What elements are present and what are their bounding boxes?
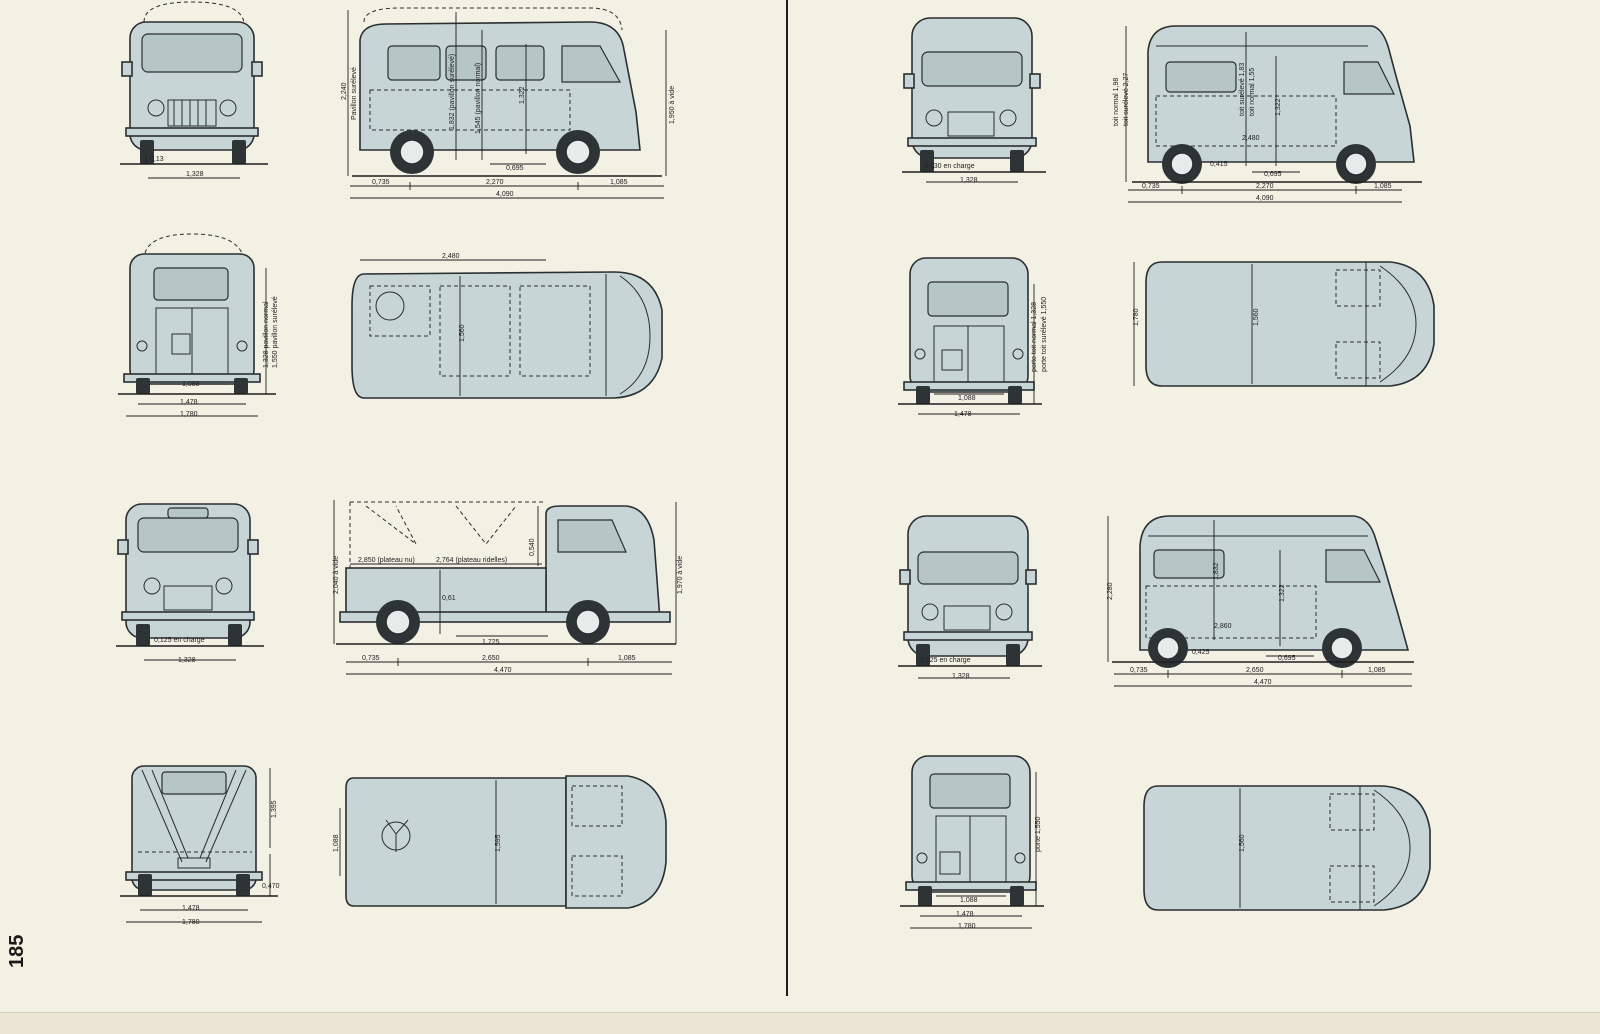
- pickup-rear-height: 1,395: [271, 800, 278, 818]
- van-long-side-door-width: 0,695: [1278, 655, 1296, 662]
- van-long-rear-view: 1,088 1,478 1,780 porte 1,550: [900, 755, 1044, 930]
- pickup-side-wheelbase: 2,650: [482, 655, 500, 662]
- van-short-side-door-height: 1,322: [1275, 98, 1282, 116]
- page-divider: [786, 0, 788, 996]
- van-long-side-length: 4,470: [1254, 679, 1272, 686]
- van-long-front-view: 0,125 en charge 1,328: [898, 515, 1042, 680]
- minibus-side-total-height: 2,240: [341, 82, 348, 100]
- van-short-side-floor-height: 0,415: [1210, 161, 1228, 168]
- minibus-side-door-height: 1,322: [519, 86, 526, 104]
- van-long-side-front-overhang: 0,735: [1130, 667, 1148, 674]
- van-long-side-rear-overhang: 1,085: [1368, 667, 1386, 674]
- minibus-rear-track: 1,478: [180, 399, 198, 406]
- van-long-rear-door-width: 1,088: [960, 897, 978, 904]
- van-long-front-track: 1,328: [952, 673, 970, 680]
- van-short-front-clearance: 0,130 en charge: [924, 163, 975, 170]
- minibus-front-clearance: 0,13: [150, 156, 164, 163]
- pickup-rear-track: 1,478: [182, 905, 200, 912]
- minibus-side-view: 2,240 Pavillon surélevé 1,832 (pavillon …: [341, 7, 676, 199]
- van-long-side-view: 2,280 1,832 1,322 2,860 0,425 0,695 0,73…: [1107, 515, 1414, 687]
- page-number: 185: [6, 934, 28, 968]
- van-short-rear-door-width: 1,088: [958, 395, 976, 402]
- van-short-side-length: 4,090: [1256, 195, 1274, 202]
- pickup-side-bed-bare: 2,850 (plateau nu): [358, 557, 415, 564]
- minibus-top-view: 2,480 1,560: [351, 253, 663, 399]
- van-long-top-view: 1,560: [1143, 785, 1431, 911]
- pickup-rear-width: 1,780: [182, 919, 200, 926]
- minibus-front-track: 1,328: [186, 171, 204, 178]
- van-short-top-interior-width: 1,560: [1253, 308, 1260, 326]
- pickup-side-rear-dim: 1,725: [482, 639, 500, 646]
- van-long-side-wheelbase: 2,650: [1246, 667, 1264, 674]
- van-short-side-door-width: 0,695: [1264, 171, 1282, 178]
- minibus-top-interior-length: 2,480: [442, 253, 460, 260]
- van-long-front-clearance: 0,125 en charge: [920, 657, 971, 664]
- pickup-side-length: 4,470: [494, 667, 512, 674]
- van-short-rear-door-normal: porte toit normal 1,328: [1031, 302, 1038, 372]
- van-short-side-wheelbase: 2,270: [1256, 183, 1274, 190]
- pickup-top-spare-zone: 1,088: [333, 834, 340, 852]
- minibus-side-rear-overhang: 1,085: [610, 179, 628, 186]
- pickup-side-front-overhang: 0,735: [362, 655, 380, 662]
- pickup-side-rear-overhang: 1,085: [618, 655, 636, 662]
- pickup-front-track: 1,328: [178, 657, 196, 664]
- page-bottom-edge: [0, 1012, 1600, 1034]
- van-short-side-roof-normal: toit normal 1,98: [1113, 78, 1120, 126]
- minibus-side-door-width: 0,695: [506, 165, 524, 172]
- van-short-rear-door-high: porte toit surélevé 1,550: [1041, 297, 1048, 372]
- minibus-side-interior-normal: 1,545 (pavillon normal): [475, 63, 482, 134]
- minibus-side-length: 4,090: [496, 191, 514, 198]
- van-long-side-load-length: 2,860: [1214, 623, 1232, 630]
- van-short-side-load-length: 2,480: [1242, 135, 1260, 142]
- van-short-side-rear-overhang: 1,085: [1374, 183, 1392, 190]
- van-long-side-floor-height: 0,425: [1192, 649, 1210, 656]
- pickup-rear-bed-floor: 0,470: [262, 883, 280, 890]
- minibus-side-interior-high: 1,832 (pavillon surélevé): [449, 54, 456, 130]
- minibus-rear-width: 1,780: [180, 411, 198, 418]
- van-long-top-interior-width: 1,560: [1239, 834, 1246, 852]
- van-short-rear-track: 1,478: [954, 411, 972, 418]
- pickup-top-view: 1,595 1,088: [333, 775, 667, 909]
- minibus-front-view: 0,13 1,328: [120, 1, 268, 179]
- van-short-side-interior-normal: toit normal 1,55: [1249, 68, 1256, 116]
- pickup-side-view: 2,040 à vide 2,850 (plateau nu) 2,764 (p…: [333, 500, 684, 675]
- van-short-top-width: 1,780: [1133, 308, 1140, 326]
- pickup-rear-view: 1,395 0,470 1,478 1,780: [120, 765, 280, 926]
- minibus-rear-door-width: 1,088: [182, 381, 200, 388]
- van-short-front-track: 1,328: [960, 177, 978, 184]
- van-long-side-door-height: 1,322: [1279, 584, 1286, 602]
- van-short-side-view: toit normal 1,98 toit surélevé 2,27 toit…: [1113, 25, 1422, 203]
- minibus-side-roof-label: Pavillon surélevé: [351, 67, 358, 120]
- van-short-front-view: 0,130 en charge 1,328: [902, 17, 1046, 184]
- van-short-side-interior-high: toit surélevé 1,83: [1239, 63, 1246, 116]
- minibus-rear-door-normal: 1,328 pavillon normal: [263, 301, 270, 368]
- van-long-rear-door: porte 1,550: [1035, 816, 1042, 852]
- minibus-side-height-empty: 1,950 à vide: [669, 86, 676, 124]
- pickup-side-bed-sides: 2,764 (plateau ridelles): [436, 557, 507, 564]
- van-long-rear-track: 1,478: [956, 911, 974, 918]
- minibus-rear-door-high: 1,550 pavillon surélevé: [272, 296, 279, 368]
- van-long-side-interior: 1,832: [1213, 562, 1220, 580]
- minibus-rear-view: 1,088 1,478 1,780 1,328 pavillon normal …: [118, 233, 279, 418]
- minibus-side-wheelbase: 2,270: [486, 179, 504, 186]
- pickup-side-bed-height: 0,61: [442, 595, 456, 602]
- pickup-front-view: 0,125 en charge 1,328: [116, 503, 264, 664]
- van-long-side-height: 2,280: [1107, 582, 1114, 600]
- minibus-top-interior-width: 1,560: [459, 324, 466, 342]
- van-short-top-view: 1,560 1,780: [1133, 261, 1435, 387]
- van-long-rear-width: 1,780: [958, 923, 976, 930]
- van-short-rear-view: 1,088 1,478 porte toit normal 1,328 port…: [898, 257, 1048, 418]
- minibus-side-front-overhang: 0,735: [372, 179, 390, 186]
- van-short-side-front-overhang: 0,735: [1142, 183, 1160, 190]
- pickup-front-clearance: 0,125 en charge: [154, 637, 205, 644]
- pickup-side-cab-height: 1,970 à vide: [677, 556, 684, 594]
- pickup-top-bed-width: 1,595: [495, 834, 502, 852]
- pickup-side-tarp-height: 0,540: [529, 538, 536, 556]
- pickup-side-height-empty: 2,040 à vide: [333, 556, 340, 594]
- van-short-side-roof-high: toit surélevé 2,27: [1123, 73, 1130, 126]
